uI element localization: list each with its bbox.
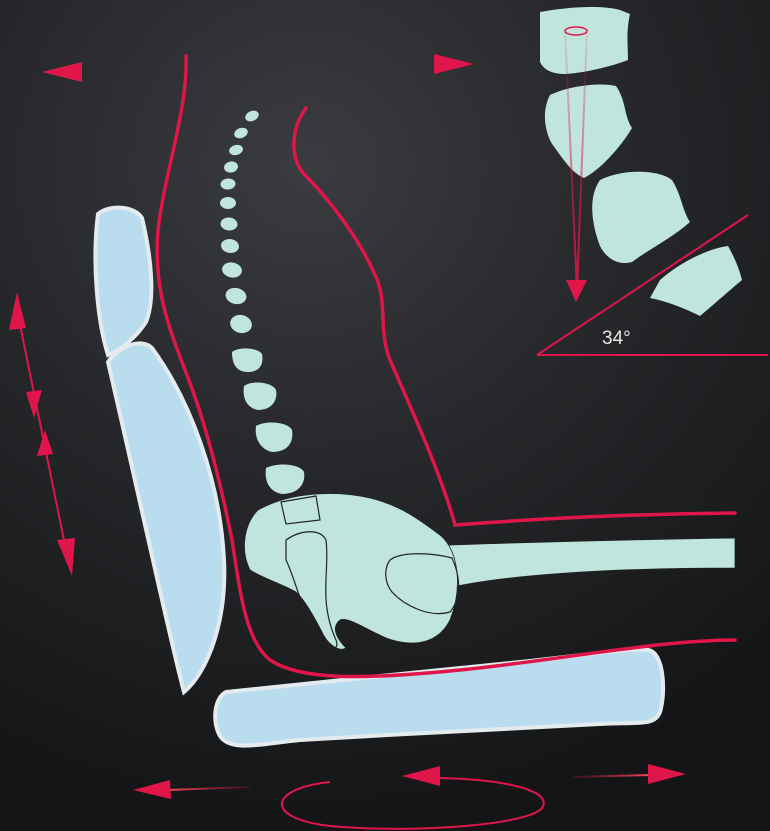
body-front-outline (294, 108, 735, 525)
bottom-right-arrow (573, 764, 686, 784)
pelvis-bone (244, 494, 457, 650)
bottom-left-arrow (133, 780, 250, 799)
spine-vertebrae (220, 109, 304, 494)
backrest-lower-cushion (108, 343, 224, 692)
angle-label: 34° (602, 328, 631, 349)
rotation-ellipse (282, 778, 544, 829)
seat-cushion (215, 650, 663, 746)
backrest-upper-cushion (95, 208, 151, 355)
top-left-arrow (42, 62, 155, 82)
top-right-arrow (365, 54, 474, 74)
backrest-height-arrows (9, 292, 75, 576)
